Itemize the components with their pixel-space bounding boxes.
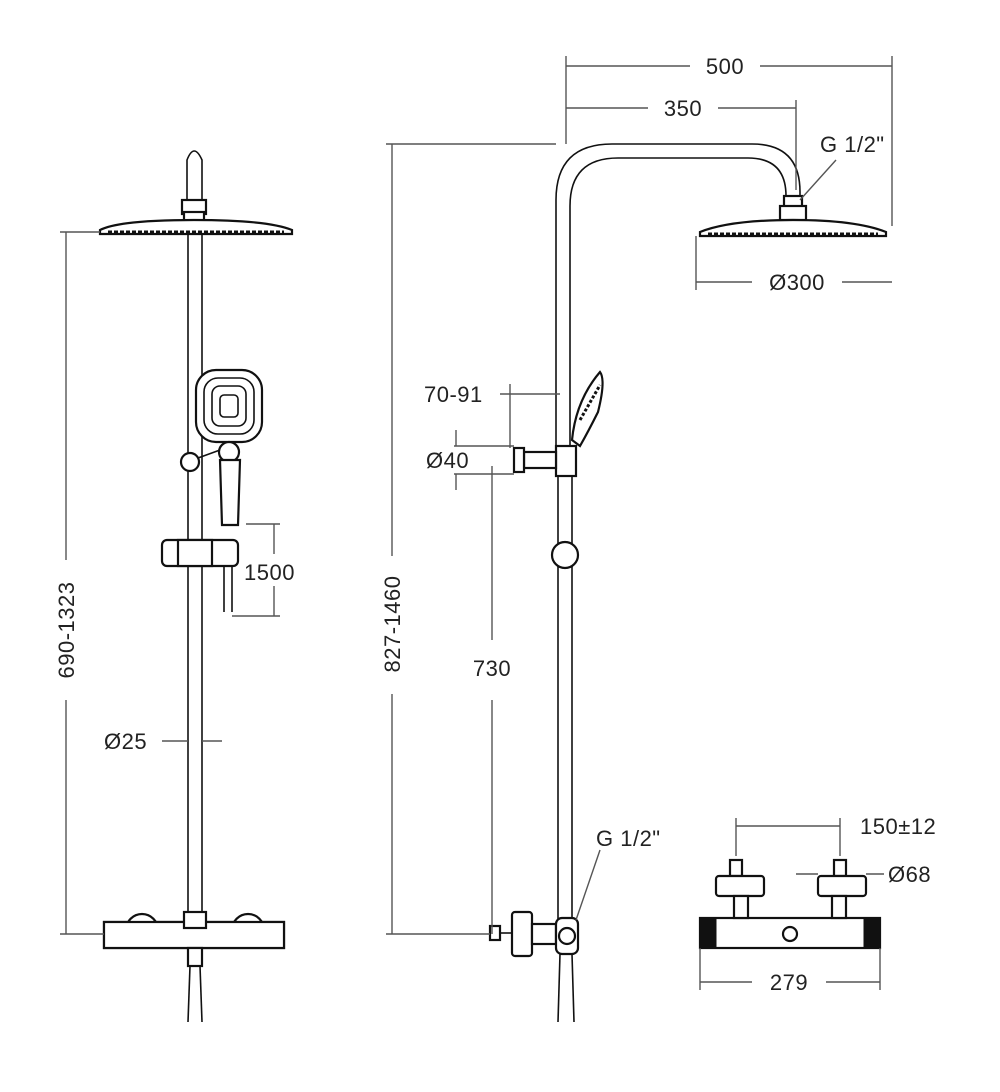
side-height-label: 827-1460 bbox=[380, 576, 405, 673]
front-shower-head bbox=[98, 198, 294, 236]
valve-length-label: 279 bbox=[770, 970, 808, 995]
front-pipe-diameter-label: Ø25 bbox=[104, 729, 147, 754]
side-hand-shower bbox=[570, 370, 604, 448]
valve-centers-label: 150±12 bbox=[860, 814, 936, 839]
front-slide-holder bbox=[160, 538, 240, 612]
side-offset-dimension bbox=[566, 100, 797, 190]
side-height-dimension bbox=[386, 143, 556, 935]
side-bracket-range-label: 70-91 bbox=[424, 382, 483, 407]
side-offset-label: 350 bbox=[664, 96, 702, 121]
side-slide-holder bbox=[550, 540, 580, 570]
side-head-diameter-dimension bbox=[695, 236, 892, 290]
side-bracket-valve-label: 730 bbox=[473, 656, 511, 681]
front-view: 690-1323 1500 Ø25 bbox=[54, 150, 295, 1023]
front-hand-shower bbox=[179, 368, 264, 527]
front-height-label: 690-1323 bbox=[54, 582, 79, 679]
front-valve bbox=[102, 910, 286, 1023]
side-head-leader bbox=[799, 159, 837, 201]
side-head-connection-label: G 1/2" bbox=[820, 132, 885, 157]
valve-right-inlet bbox=[816, 858, 868, 920]
side-head-diameter-label: Ø300 bbox=[769, 270, 825, 295]
side-valve bbox=[488, 910, 580, 1023]
side-bracket-range-dimension bbox=[500, 384, 560, 448]
valve-view: 150±12 Ø68 279 bbox=[698, 814, 936, 995]
valve-inlet-diameter-label: Ø68 bbox=[888, 862, 931, 887]
front-pipe-top bbox=[186, 150, 203, 200]
side-view: 827-1460 500 350 G 1/2" Ø300 bbox=[380, 54, 893, 1023]
side-valve-leader bbox=[575, 849, 601, 921]
front-hose-dimension bbox=[232, 523, 280, 617]
side-wall-bracket bbox=[512, 444, 578, 478]
side-reach-label: 500 bbox=[706, 54, 744, 79]
front-hose-label: 1500 bbox=[244, 560, 295, 585]
valve-centers-dimension bbox=[735, 818, 841, 856]
side-valve-connection-label: G 1/2" bbox=[596, 826, 661, 851]
valve-left-inlet bbox=[714, 858, 766, 920]
side-arm-inner bbox=[569, 157, 787, 450]
side-bracket-diameter-dimension bbox=[454, 430, 514, 490]
side-reach-dimension bbox=[565, 56, 893, 226]
side-bracket-diameter-label: Ø40 bbox=[426, 448, 469, 473]
side-head-connector bbox=[698, 194, 888, 238]
valve-length-dimension bbox=[699, 948, 881, 990]
front-height-dimension bbox=[60, 231, 104, 935]
